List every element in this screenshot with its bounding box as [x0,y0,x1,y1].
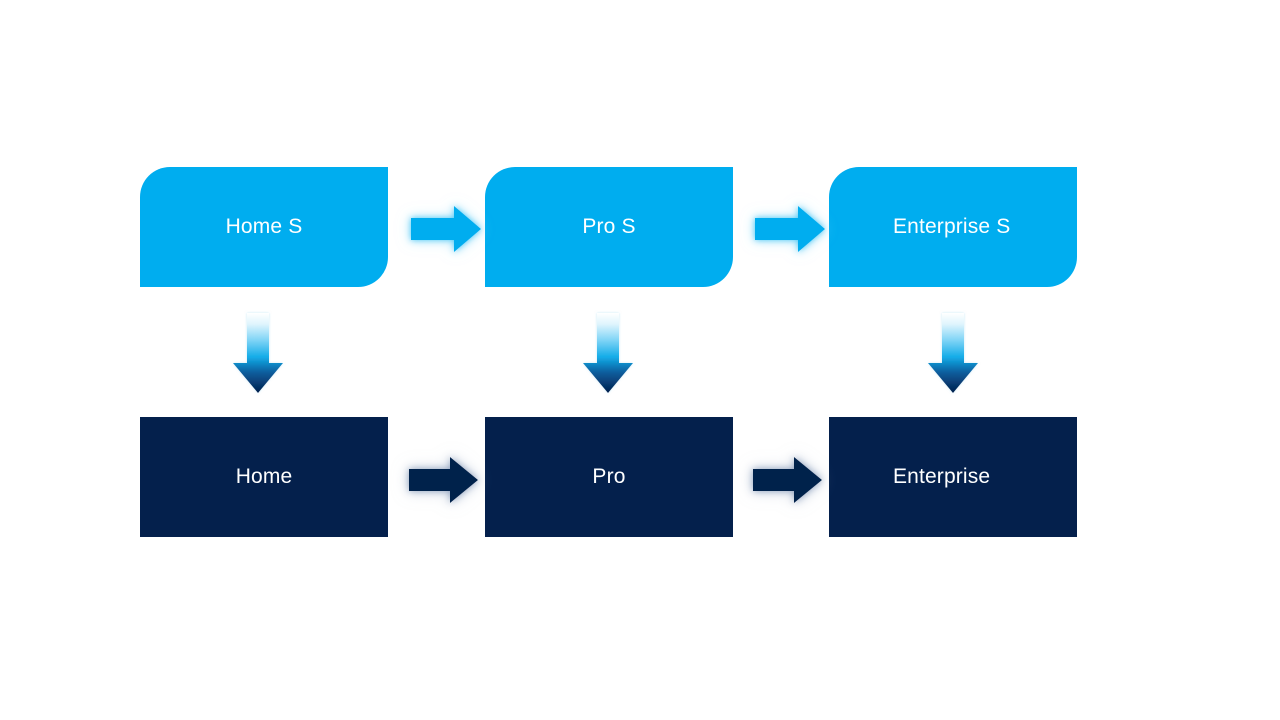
node-label: Enterprise [893,465,991,489]
node-label: Home S [225,215,303,239]
node-label: Home [235,465,293,489]
node-home-s[interactable]: Home S [140,167,388,287]
node-pro-s[interactable]: Pro S [485,167,733,287]
node-label: Pro S [582,215,636,239]
arrow-home-to-pro [399,450,485,510]
arrow-enterprise-s-to-enterprise [917,308,989,400]
arrow-home-s-to-home [222,308,294,400]
node-label: Pro [592,465,626,489]
node-home[interactable]: Home [140,417,388,537]
node-enterprise-s[interactable]: Enterprise S [829,167,1077,287]
node-pro[interactable]: Pro [485,417,733,537]
node-enterprise[interactable]: Enterprise [829,417,1077,537]
arrow-pro-s-to-pro [572,308,644,400]
arrow-pro-s-to-enterprise-s [747,199,833,259]
arrow-home-s-to-pro-s [403,199,489,259]
node-label: Enterprise S [893,215,1011,239]
arrow-pro-to-enterprise [743,450,829,510]
